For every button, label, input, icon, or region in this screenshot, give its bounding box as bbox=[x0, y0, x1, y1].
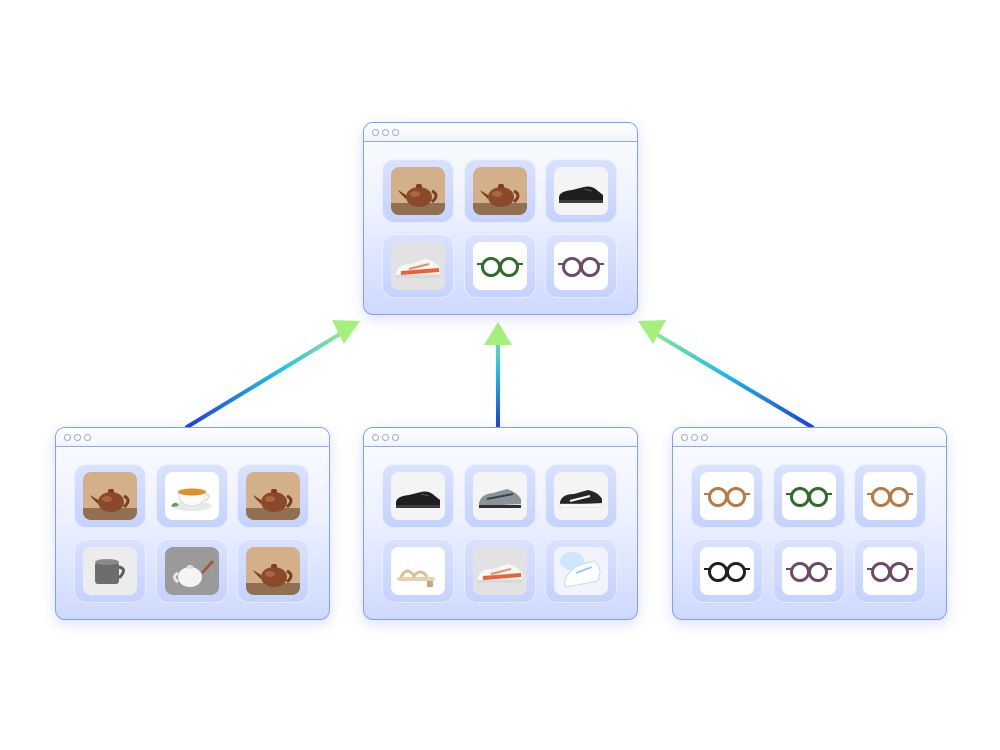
mug-icon bbox=[83, 547, 137, 595]
window-titlebar bbox=[673, 428, 946, 447]
purple-glasses-icon bbox=[782, 547, 836, 595]
glasses-window bbox=[672, 427, 947, 620]
window-control-dot bbox=[74, 434, 81, 441]
product-tile[interactable] bbox=[854, 539, 926, 603]
purple-glasses-icon bbox=[554, 242, 608, 290]
shoes-window bbox=[363, 427, 638, 620]
teapot-icon bbox=[473, 167, 527, 215]
product-tile[interactable] bbox=[464, 464, 536, 528]
teapot-icon bbox=[246, 547, 300, 595]
tortoise-glasses-icon bbox=[700, 472, 754, 520]
product-tile[interactable] bbox=[691, 539, 763, 603]
teaware-window bbox=[55, 427, 330, 620]
white-teapot-icon bbox=[165, 547, 219, 595]
trail-shoe-icon bbox=[473, 472, 527, 520]
product-tile[interactable] bbox=[773, 539, 845, 603]
product-tile[interactable] bbox=[773, 464, 845, 528]
teapot-icon bbox=[246, 472, 300, 520]
arrow-right bbox=[638, 320, 814, 429]
window-control-dot bbox=[681, 434, 688, 441]
window-titlebar bbox=[364, 123, 637, 142]
product-tile[interactable] bbox=[237, 464, 309, 528]
product-tile[interactable] bbox=[545, 464, 617, 528]
window-control-dot bbox=[372, 434, 379, 441]
window-titlebar bbox=[364, 428, 637, 447]
product-tile[interactable] bbox=[74, 539, 146, 603]
window-control-dot bbox=[382, 129, 389, 136]
product-tile[interactable] bbox=[156, 539, 228, 603]
product-tile[interactable] bbox=[854, 464, 926, 528]
product-tile[interactable] bbox=[545, 159, 617, 223]
window-titlebar bbox=[56, 428, 329, 447]
catalog-window bbox=[363, 122, 638, 315]
product-tile[interactable] bbox=[464, 159, 536, 223]
product-tile[interactable] bbox=[464, 234, 536, 298]
teapot-icon bbox=[391, 167, 445, 215]
window-control-dot bbox=[392, 129, 399, 136]
product-tile[interactable] bbox=[382, 234, 454, 298]
product-tile[interactable] bbox=[237, 539, 309, 603]
product-tile[interactable] bbox=[691, 464, 763, 528]
window-control-dot bbox=[701, 434, 708, 441]
product-tile[interactable] bbox=[382, 159, 454, 223]
product-tile[interactable] bbox=[382, 539, 454, 603]
product-tile[interactable] bbox=[545, 234, 617, 298]
teapot-icon bbox=[83, 472, 137, 520]
white-sneaker-icon bbox=[554, 547, 608, 595]
sandal-icon bbox=[391, 547, 445, 595]
green-glasses-icon bbox=[782, 472, 836, 520]
arrow-left bbox=[185, 320, 360, 429]
product-tile[interactable] bbox=[156, 464, 228, 528]
tortoise-glasses-icon bbox=[863, 472, 917, 520]
purple-glasses-icon bbox=[863, 547, 917, 595]
window-control-dot bbox=[691, 434, 698, 441]
window-control-dot bbox=[84, 434, 91, 441]
dress-shoe-icon bbox=[391, 472, 445, 520]
tea-cup-icon bbox=[165, 472, 219, 520]
running-shoe-icon bbox=[554, 472, 608, 520]
window-control-dot bbox=[64, 434, 71, 441]
green-glasses-icon bbox=[473, 242, 527, 290]
product-tile[interactable] bbox=[382, 464, 454, 528]
sneaker-icon bbox=[391, 242, 445, 290]
product-tile[interactable] bbox=[545, 539, 617, 603]
window-control-dot bbox=[372, 129, 379, 136]
product-tile[interactable] bbox=[464, 539, 536, 603]
product-tile[interactable] bbox=[74, 464, 146, 528]
window-control-dot bbox=[382, 434, 389, 441]
dress-shoe-icon bbox=[554, 167, 608, 215]
arrow-middle bbox=[484, 322, 512, 429]
window-control-dot bbox=[392, 434, 399, 441]
black-glasses-icon bbox=[700, 547, 754, 595]
sneaker-icon bbox=[473, 547, 527, 595]
